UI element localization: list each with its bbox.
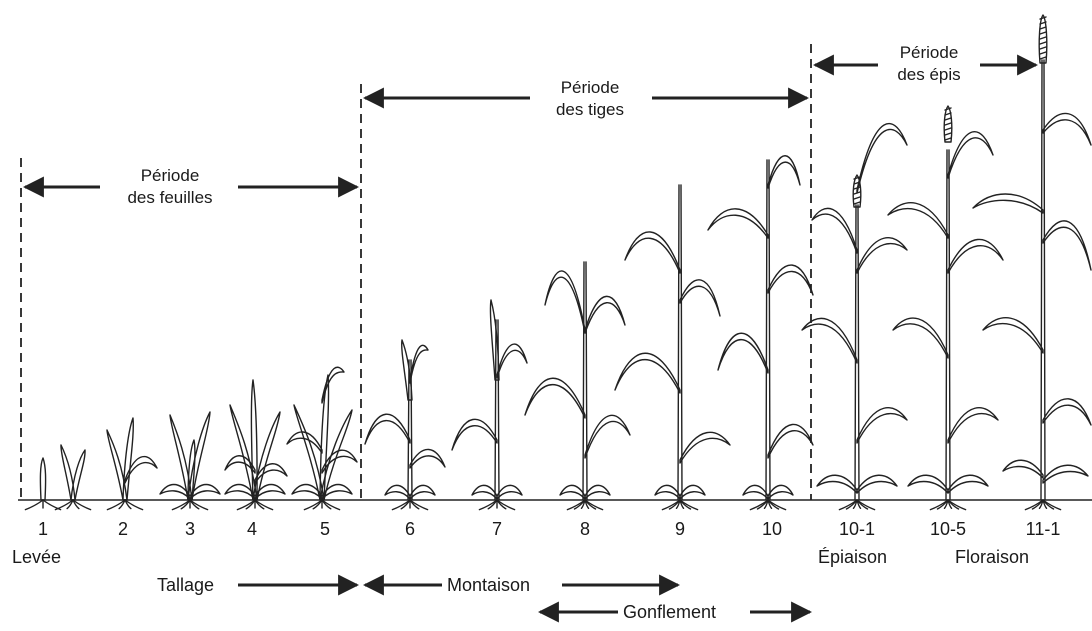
phase-flowering-label: Floraison: [955, 547, 1029, 567]
plant-stage-undefined: [972, 14, 1092, 511]
plant-stage-6: [286, 366, 358, 511]
stage-label-9: 9: [675, 519, 685, 539]
plant-stage-8: [451, 299, 528, 511]
stage-label-3: 3: [185, 519, 195, 539]
period-stems-line2: des tiges: [556, 100, 624, 119]
period-leaves-line1: Période: [141, 166, 200, 185]
plant-stage-10: [614, 184, 731, 511]
stage-number-labels: 1 2 3 4 5 6 7 8 9 10 10-1 10-5 11-1: [38, 519, 1060, 539]
period-leaves-line2: des feuilles: [127, 188, 212, 207]
plant-stage-11-1: [887, 105, 1004, 511]
stage-label-10-1: 10-1: [839, 519, 875, 539]
plant-stage-5: [224, 379, 288, 511]
stage-label-11-1: 11-1: [1026, 519, 1061, 539]
plant-stage-4: [159, 411, 221, 511]
stage-label-7: 7: [492, 519, 502, 539]
tillering-label: Tallage: [157, 575, 214, 595]
phase-heading-label: Épiaison: [818, 547, 887, 567]
period-ears-line1: Période: [900, 43, 959, 62]
stage-label-4: 4: [247, 519, 257, 539]
period-stems-line1: Période: [561, 78, 620, 97]
plant-stage-1: [24, 457, 62, 511]
plant-stage-9: [524, 261, 631, 511]
stem-extension-label: Montaison: [447, 575, 530, 595]
period-ears-line2: des épis: [897, 65, 960, 84]
plant-illustrations: [24, 14, 1092, 511]
stage-label-6: 6: [405, 519, 415, 539]
phase-emergence-label: Levée: [12, 547, 61, 567]
plant-stage-3: [106, 417, 158, 511]
plant-stage-2: [54, 444, 92, 511]
plant-stage-7: [364, 339, 446, 511]
stage-label-5: 5: [320, 519, 330, 539]
stage-label-1: 1: [38, 519, 48, 539]
plant-stage-10-5: [801, 122, 908, 511]
stage-label-10: 10: [762, 519, 782, 539]
plant-stage-10-1: [707, 155, 814, 511]
stage-label-8: 8: [580, 519, 590, 539]
stage-label-10-5: 10-5: [930, 519, 966, 539]
stage-label-2: 2: [118, 519, 128, 539]
booting-label: Gonflement: [623, 602, 716, 622]
